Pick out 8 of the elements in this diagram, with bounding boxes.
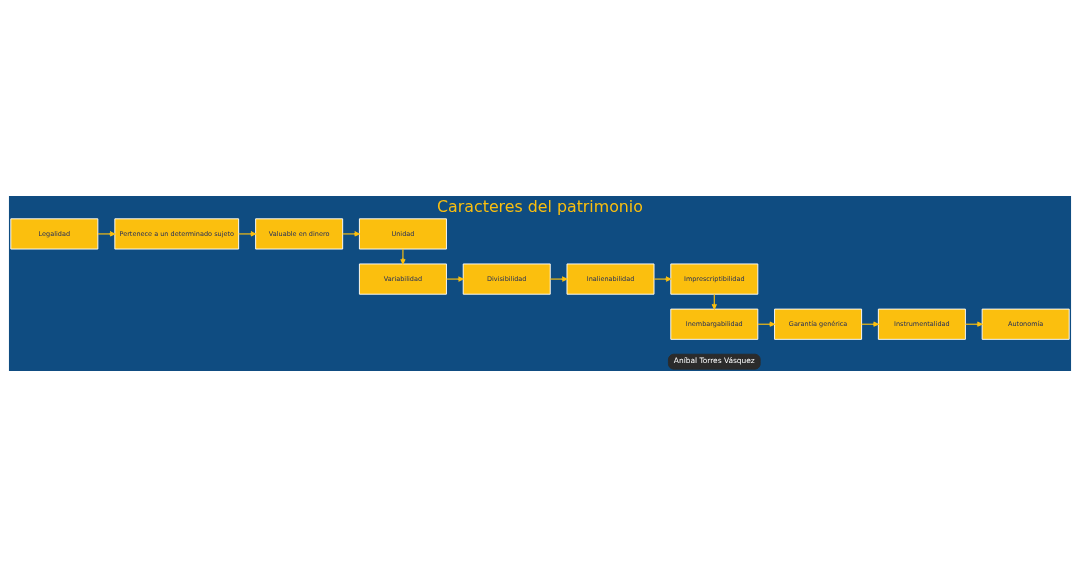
arrow	[653, 276, 672, 282]
arrow	[97, 231, 116, 237]
arrow	[549, 276, 568, 282]
diagram-title: Caracteres del patrimonio	[437, 197, 643, 217]
arrow	[342, 231, 360, 237]
arrow	[445, 276, 464, 282]
arrow	[238, 231, 257, 237]
arrow	[400, 248, 406, 265]
